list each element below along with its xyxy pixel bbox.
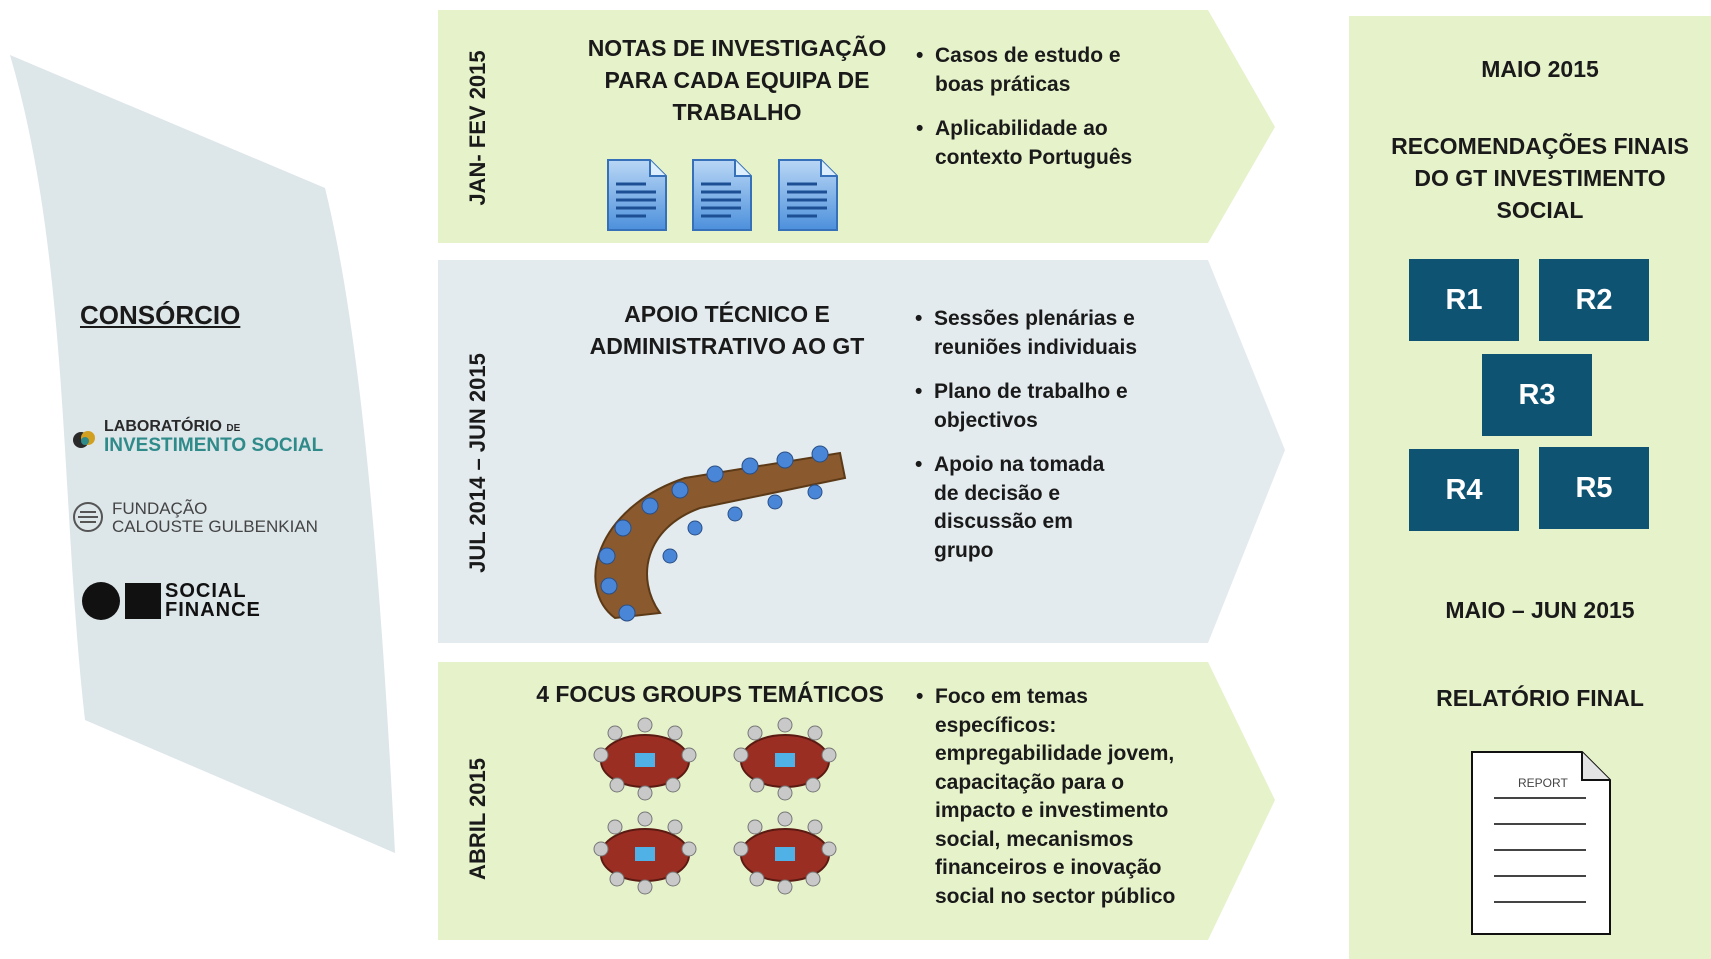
results-date-2: MAIO – JUN 2015 [1445,597,1635,623]
results-date-1: MAIO 2015 [1481,56,1599,82]
report-document-icon: REPORT [1470,750,1612,936]
gulbenkian-line1: FUNDAÇÃO [112,499,208,518]
recommendation-r1: R1 [1409,259,1519,341]
round-table-icon [593,717,837,895]
phase-1-bullets: Casos de estudo e boas práticas Aplicabi… [916,42,1136,188]
document-icon [607,159,667,231]
phase-1-period: JAN- FEV 2015 [465,50,490,206]
gulbenkian-logo: FUNDAÇÃO CALOUSTE GULBENKIAN [72,498,342,538]
gulbenkian-line2: CALOUSTE GULBENKIAN [112,517,318,536]
laboratorio-logo: LABORATÓRIO DE INVESTIMENTO SOCIAL [72,418,342,458]
phase-3-title: 4 FOCUS GROUPS TEMÁTICOS [536,681,884,707]
report-page-icon [1471,751,1611,935]
consortium-title: CONSÓRCIO [80,300,241,330]
consortium-banner [10,55,395,853]
social-finance-line1: SOCIAL [165,580,247,602]
document-icon [692,159,752,231]
social-finance-logo: SOCIAL FINANCE [82,580,302,622]
laboratorio-logo-icon [73,431,95,448]
phase-3-period: ABRIL 2015 [465,758,490,880]
laboratorio-line2: INVESTIMENTO SOCIAL [104,435,324,456]
phase-3-bullets: Foco em temas específicos: empregabilida… [916,683,1186,927]
recommendation-r2: R2 [1539,259,1649,341]
report-label: REPORT [1518,776,1568,790]
results-title: RECOMENDAÇÕES FINAIS DO GT INVESTIMENTO … [1391,133,1689,223]
document-icon [778,159,838,231]
social-finance-circle-icon [82,582,120,620]
phase-2-bullet: Plano de trabalho e objectivos [915,378,1145,435]
phase-2-bullet: Sessões plenárias e reuniões individuais [915,305,1145,362]
recommendation-r3: R3 [1482,354,1592,436]
phase-2-title: APOIO TÉCNICO E ADMINISTRATIVO AO GT [589,301,865,359]
laboratorio-line1-small: DE [226,423,241,434]
phase-2-period: JUL 2014 – JUN 2015 [465,353,490,573]
laboratorio-line1: LABORATÓRIO [104,418,222,435]
social-finance-square-icon [125,583,161,619]
social-finance-line2: FINANCE [165,599,261,621]
conference-table-icon [594,445,847,622]
phase-3-bullet: Foco em temas específicos: empregabilida… [916,683,1186,911]
phase-2-bullets: Sessões plenárias e reuniões individuais… [915,305,1145,581]
phase-2-bullet: Apoio na tomada de decisão e discussão e… [915,451,1119,565]
phase-1-title: NOTAS DE INVESTIGAÇÃO PARA CADA EQUIPA D… [587,35,887,125]
recommendation-r5: R5 [1539,447,1649,529]
phase-1-bullet: Aplicabilidade ao contexto Português [916,115,1136,172]
gulbenkian-logo-icon [73,502,103,532]
recommendation-r4: R4 [1409,449,1519,531]
round-table-group [600,734,830,882]
report-title: RELATÓRIO FINAL [1436,685,1644,711]
phase-1-bullet: Casos de estudo e boas práticas [916,42,1136,99]
